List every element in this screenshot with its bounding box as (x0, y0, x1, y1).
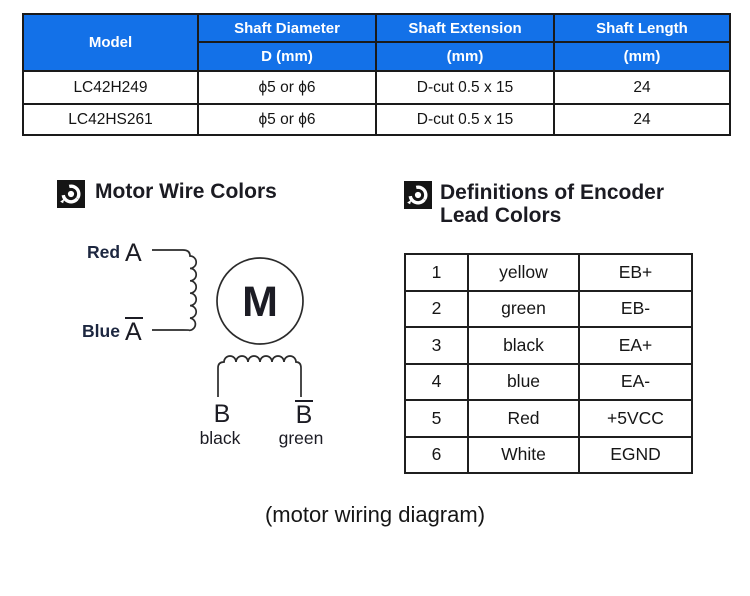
encoder-pin-number: 3 (404, 326, 469, 365)
encoder-pin-number: 5 (404, 399, 469, 438)
table-row: LC42H249 ϕ5 or ϕ6 D-cut 0.5 x 15 24 (22, 70, 731, 105)
wire-label-red: Red (87, 242, 120, 262)
encoder-pin-number: 1 (404, 253, 469, 292)
spec-header-shaft-length-unit: (mm) (553, 41, 731, 72)
encoder-lead-color: White (467, 435, 580, 474)
encoder-pin-number: 6 (404, 435, 469, 474)
encoder-signal: EB- (578, 289, 693, 328)
encoder-section-title-line2: Lead Colors (440, 203, 562, 227)
phase-b-bar-label: B (296, 401, 313, 429)
spec-header-model: Model (22, 13, 199, 72)
encoder-lead-color: Red (467, 399, 580, 438)
wire-label-green: green (279, 428, 324, 448)
phase-a-label: A (125, 239, 142, 267)
wire-label-black: black (200, 428, 241, 448)
spec-header-row-1: Model Shaft Diameter Shaft Extension Sha… (22, 13, 731, 72)
encoder-pin-number: 2 (404, 289, 469, 328)
motor-circle (216, 257, 304, 345)
table-row: 4 blue EA- (404, 362, 693, 401)
spec-table: Model Shaft Diameter Shaft Extension Sha… (22, 13, 731, 136)
motor-wiring-diagram: Red A Blue A M B B black green (82, 239, 324, 448)
spec-cell-extension-2: D-cut 0.5 x 15 (375, 103, 555, 136)
spec-cell-length-2: 24 (553, 103, 731, 136)
spec-header-shaft-diameter-unit: D (mm) (197, 41, 377, 72)
spec-cell-diameter-1: ϕ5 or ϕ6 (197, 70, 377, 105)
phase-a-coil-wire (152, 249, 198, 332)
encoder-lead-color: black (467, 326, 580, 365)
spec-table-container: Model Shaft Diameter Shaft Extension Sha… (22, 13, 731, 136)
spec-header-shaft-length: Shaft Length (553, 13, 731, 43)
phase-b-label: B (214, 400, 231, 428)
table-row: LC42HS261 ϕ5 or ϕ6 D-cut 0.5 x 15 24 (22, 103, 731, 136)
spec-header-row-2: D (mm) (mm) (mm) (23, 41, 731, 72)
wire-label-blue: Blue (82, 321, 120, 341)
spec-cell-length-1: 24 (553, 70, 731, 105)
table-row: 6 White EGND (404, 435, 693, 474)
phase-a-bar-label: A (125, 318, 142, 346)
spec-cell-model-2: LC42HS261 (22, 103, 199, 136)
encoder-pin-number: 4 (404, 362, 469, 401)
table-row: 1 yellow EB+ (404, 253, 693, 292)
phase-b-coil-wire (217, 355, 302, 397)
spec-header-shaft-diameter: Shaft Diameter (197, 13, 377, 43)
encoder-signal: EGND (578, 435, 693, 474)
encoder-section-bullet-icon (404, 181, 432, 209)
encoder-signal: EA- (578, 362, 693, 401)
table-row: 3 black EA+ (404, 326, 693, 365)
motor-section-bullet-icon (57, 180, 85, 208)
encoder-table-container: 1 yellow EB+ 2 green EB- 3 black EA+ 4 b… (404, 253, 693, 474)
encoder-table: 1 yellow EB+ 2 green EB- 3 black EA+ 4 b… (404, 253, 693, 474)
spec-cell-diameter-2: ϕ5 or ϕ6 (197, 103, 377, 136)
encoder-lead-color: yellow (467, 253, 580, 292)
table-row: 2 green EB- (404, 289, 693, 328)
table-row: 5 Red +5VCC (404, 399, 693, 438)
spec-cell-model-1: LC42H249 (22, 70, 199, 105)
spec-cell-extension-1: D-cut 0.5 x 15 (375, 70, 555, 105)
encoder-signal: EA+ (578, 326, 693, 365)
encoder-signal: +5VCC (578, 399, 693, 438)
encoder-signal: EB+ (578, 253, 693, 292)
figure-caption: (motor wiring diagram) (264, 502, 486, 527)
encoder-section-title-line1: Definitions of Encoder (440, 181, 665, 204)
motor-section-title: Motor Wire Colors (95, 180, 277, 203)
encoder-lead-color: green (467, 289, 580, 328)
encoder-lead-color: blue (467, 362, 580, 401)
spec-header-shaft-extension: Shaft Extension (375, 13, 555, 43)
motor-letter: M (242, 278, 278, 326)
encoder-section-title: Definitions of Encoder Lead Colors (440, 181, 665, 227)
spec-header-shaft-extension-unit: (mm) (375, 41, 555, 72)
